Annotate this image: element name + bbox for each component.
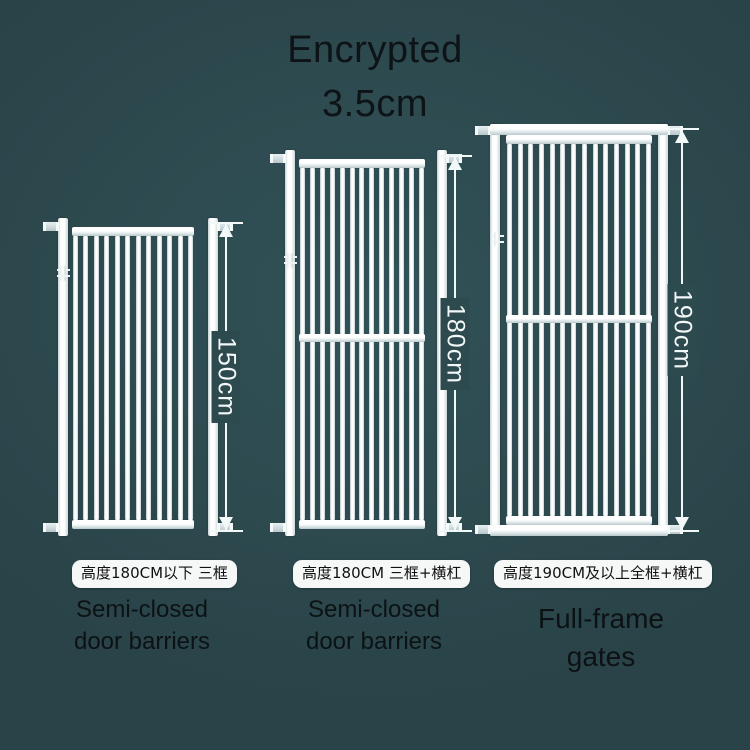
- gate-bar: [418, 168, 424, 520]
- gate-drawing-190: [475, 124, 683, 536]
- gate-rail-bottom: [506, 516, 652, 525]
- gate-bar: [339, 168, 345, 520]
- spec-chip-150: 高度180CM以下 三框: [72, 560, 237, 588]
- dimension-arrow-150: 150cm: [209, 222, 243, 532]
- mount-bracket-top-left: [270, 154, 286, 163]
- dimension-label-150: 150cm: [211, 330, 241, 424]
- gate-latch-190[interactable]: [491, 232, 504, 247]
- dimension-label-190: 190cm: [667, 283, 697, 377]
- gate-bar: [408, 168, 414, 520]
- gate-bar: [93, 236, 99, 520]
- gate-post-left: [58, 218, 68, 536]
- gate-panel-150: [72, 227, 194, 529]
- dimension-label-180: 180cm: [440, 297, 470, 390]
- gate-bar: [114, 236, 120, 520]
- gate-bar: [83, 236, 89, 520]
- gate-bar: [187, 236, 193, 520]
- arrowhead-up-icon: [219, 224, 233, 237]
- gate-bar: [399, 168, 405, 520]
- arrowhead-down-icon: [448, 517, 462, 530]
- gate-bar: [592, 144, 598, 516]
- gate-rail-top: [299, 159, 425, 168]
- dimension-arrow-190: 190cm: [665, 128, 699, 532]
- gate-crossbar: [506, 315, 652, 323]
- gate-bar: [73, 236, 78, 520]
- dimension-arrow-180: 180cm: [438, 155, 472, 532]
- gate-bar: [379, 168, 385, 520]
- latch-knob: [494, 232, 500, 247]
- gate-drawing-180: [270, 150, 462, 536]
- arrowhead-up-icon: [448, 157, 462, 170]
- arrowhead-down-icon: [219, 517, 233, 530]
- gate-bar: [539, 144, 545, 516]
- gate-bars-150: [72, 236, 194, 520]
- spec-chip-190: 高度190CM及以上全框+横杠: [494, 560, 712, 588]
- gate-bar: [528, 144, 534, 516]
- mount-bracket-bottom-left: [43, 523, 59, 532]
- gate-bar: [560, 144, 566, 516]
- mount-bracket-top-left: [475, 126, 491, 135]
- mount-bracket-bottom-left: [475, 525, 491, 534]
- gate-post-left: [285, 150, 295, 536]
- gate-bar: [635, 144, 641, 516]
- gate-bar: [135, 236, 141, 520]
- spec-chip-180: 高度180CM 三框+横杠: [293, 560, 471, 588]
- gate-latch-150[interactable]: [57, 266, 70, 281]
- gate-drawing-150: [43, 218, 233, 536]
- gate-bar: [624, 144, 630, 516]
- gate-bar: [309, 168, 315, 520]
- gate-bar: [581, 144, 587, 516]
- gate-bar: [329, 168, 335, 520]
- gate-bar: [156, 236, 162, 520]
- product-caption-180: Semi-closed door barriers: [305, 596, 443, 656]
- product-caption-190: Full-frame gates: [537, 603, 664, 672]
- gate-frame-rail-top: [490, 124, 668, 135]
- gate-rail-bottom: [299, 520, 425, 529]
- gate-bar: [349, 168, 355, 520]
- gate-bar: [645, 144, 651, 516]
- gate-bar: [507, 144, 512, 516]
- gate-rail-top: [506, 135, 652, 144]
- gate-bar: [125, 236, 131, 520]
- gate-bar: [300, 168, 305, 520]
- arrowhead-up-icon: [675, 130, 689, 143]
- gate-post-right: [658, 124, 668, 536]
- gate-bar: [359, 168, 365, 520]
- page-title: Encrypted 3.5cm: [287, 29, 463, 125]
- gate-rail-bottom: [72, 520, 194, 529]
- gate-bar: [177, 236, 183, 520]
- gate-post-left: [490, 124, 500, 536]
- gate-bar: [319, 168, 325, 520]
- gate-bar: [369, 168, 375, 520]
- gate-bar: [104, 236, 110, 520]
- gate-bar: [549, 144, 555, 516]
- product-caption-150: Semi-closed door barriers: [73, 596, 211, 656]
- gate-crossbar: [299, 334, 425, 342]
- gate-bar: [389, 168, 395, 520]
- arrowhead-down-icon: [675, 517, 689, 530]
- gate-bars-180: [299, 168, 425, 520]
- gate-panel-190: [506, 135, 652, 525]
- gate-panel-180: [299, 159, 425, 529]
- gate-bar: [613, 144, 619, 516]
- latch-knob: [60, 266, 66, 281]
- gate-bar: [571, 144, 577, 516]
- gate-rail-top: [72, 227, 194, 236]
- mount-bracket-top-left: [43, 222, 59, 231]
- gate-bar: [603, 144, 609, 516]
- gate-bar: [167, 236, 173, 520]
- gate-frame-rail-bottom: [490, 525, 668, 536]
- latch-knob: [287, 253, 293, 268]
- gate-latch-180[interactable]: [284, 253, 297, 268]
- mount-bracket-bottom-left: [270, 523, 286, 532]
- gate-bar: [517, 144, 523, 516]
- gate-bars-190: [506, 144, 652, 516]
- gate-bar: [146, 236, 152, 520]
